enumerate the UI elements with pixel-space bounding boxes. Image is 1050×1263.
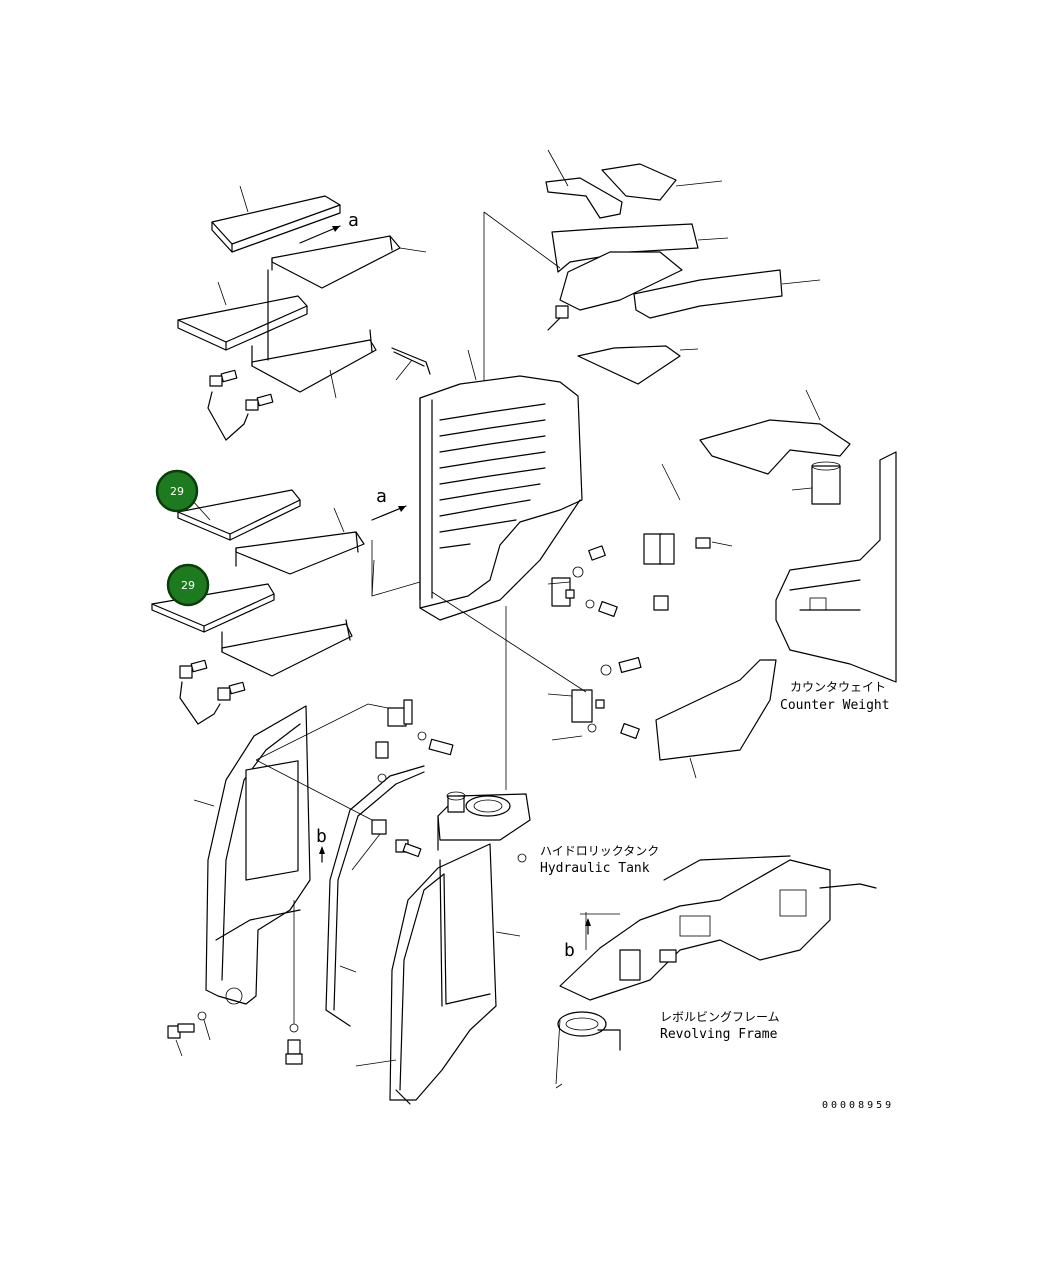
view-arrow-b-right: b xyxy=(564,918,591,961)
label-revolving-frame-en: Revolving Frame xyxy=(660,1027,778,1042)
bolt-lower-center xyxy=(285,900,303,1065)
cover-plate-callout-1 xyxy=(177,489,301,541)
callout-29-first[interactable]: 29 xyxy=(155,469,199,513)
view-arrow-a-mid: a xyxy=(371,486,407,521)
callout-number: 29 xyxy=(181,579,195,592)
bracket-top xyxy=(271,235,427,289)
radiator-guard xyxy=(419,349,583,621)
counterweight-body xyxy=(775,451,897,683)
view-label-b-left: b xyxy=(316,826,327,847)
view-label-a-top: a xyxy=(348,210,359,231)
bolt-top-right xyxy=(547,305,569,331)
panel-top-right-1 xyxy=(551,223,729,273)
label-revolving-frame-jp: レボルビングフレーム xyxy=(660,1010,780,1024)
bracket-callout-2 xyxy=(221,619,353,677)
bolt-pair-middle xyxy=(179,659,246,725)
counterweight-side-panel xyxy=(655,659,777,779)
label-counter-weight-en: Counter Weight xyxy=(780,698,890,713)
view-arrow-a-top: a xyxy=(299,210,359,244)
bolt-pair-top xyxy=(207,369,274,441)
cap-top-right xyxy=(601,163,723,201)
hinge-upper xyxy=(547,545,618,618)
cover-plate-middle xyxy=(177,281,308,351)
seal-strip xyxy=(325,765,425,1027)
panel-top-right-2 xyxy=(559,251,683,311)
clip-bracket-center xyxy=(255,699,454,871)
drawing-number: 00008959 xyxy=(822,1100,894,1111)
panel-top-right-3 xyxy=(633,269,821,319)
label-counter-weight-jp: カウンタウェイト xyxy=(790,680,886,694)
label-hydraulic-tank-en: Hydraulic Tank xyxy=(540,861,650,876)
bolt-pair-lower-left xyxy=(167,1011,211,1057)
callout-29-second[interactable]: 29 xyxy=(166,563,210,607)
grille-slats xyxy=(439,403,546,549)
hinge-lower xyxy=(547,656,642,741)
plate-top-right-1 xyxy=(545,149,623,219)
callout-number: 29 xyxy=(170,485,184,498)
revolving-frame xyxy=(555,855,877,1089)
counterweight-cylinder xyxy=(791,461,841,505)
hinge-right xyxy=(643,463,733,611)
cover-plate-top xyxy=(211,185,341,253)
label-hydraulic-tank-jp: ハイドロリックタンク xyxy=(540,844,659,858)
counterweight-cover xyxy=(699,389,851,475)
cap-middle-right xyxy=(577,345,699,385)
door-right xyxy=(355,843,521,1105)
view-label-b-right: b xyxy=(564,940,575,961)
cover-plate-callout-2 xyxy=(151,583,275,633)
bracket-middle xyxy=(251,329,377,399)
view-arrow-b-left: b xyxy=(316,826,327,863)
hydraulic-tank xyxy=(437,791,531,863)
rod-bar xyxy=(391,347,431,381)
view-label-a-mid: a xyxy=(376,486,387,507)
door-frame-left xyxy=(193,705,311,1005)
